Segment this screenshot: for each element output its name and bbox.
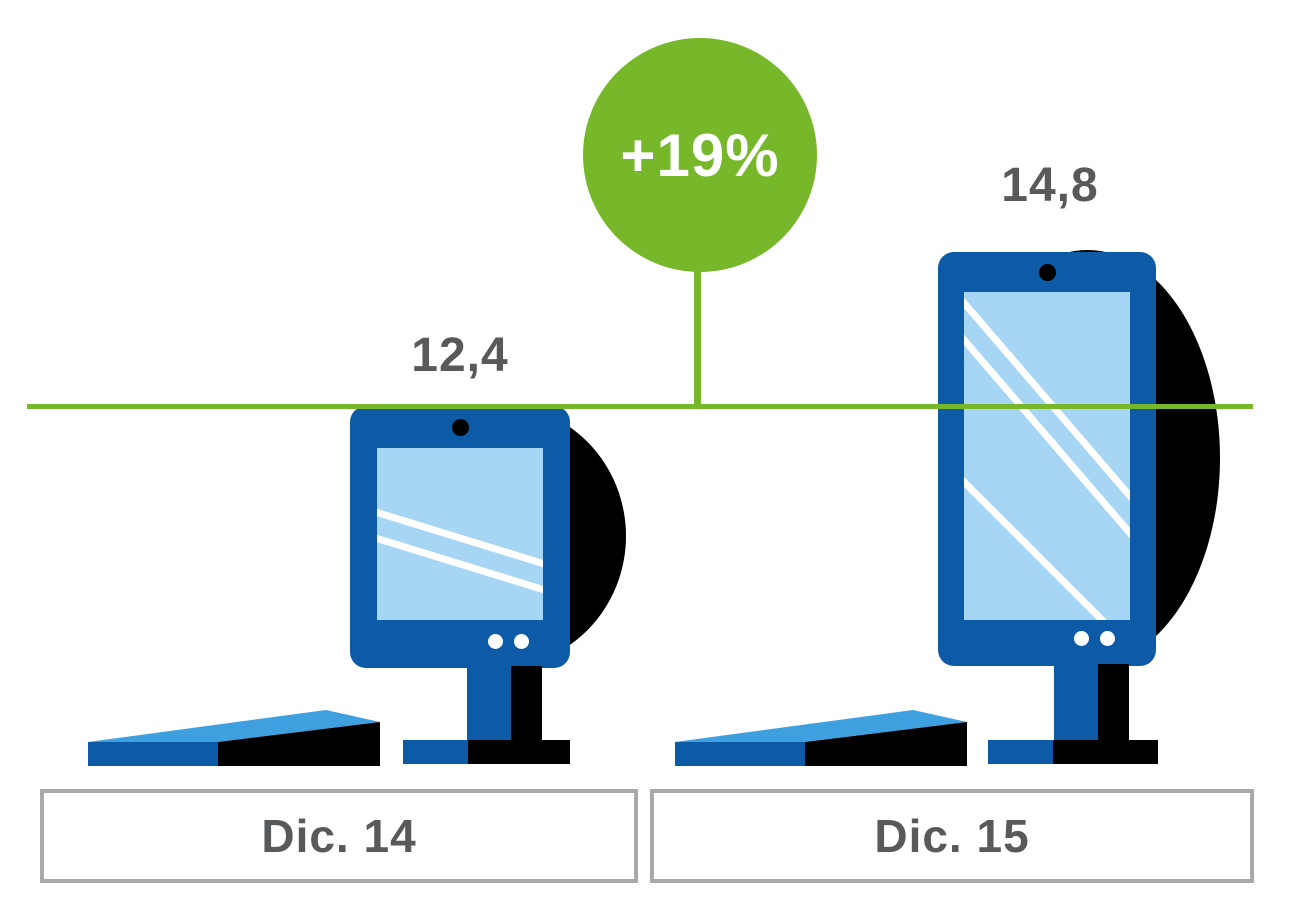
value-label-dic15: 14,8 (1001, 159, 1099, 212)
baseline-reference-line (27, 404, 1253, 409)
category-box-dic15: Dic. 15 (650, 789, 1254, 883)
category-label-dic14: Dic. 14 (261, 810, 417, 862)
indicator-dot-icon (514, 634, 529, 649)
camera-dot-icon (1039, 264, 1056, 281)
monitor-screen (377, 448, 543, 620)
wedge-ramp-icon (675, 710, 967, 766)
value-label-dic14: 12,4 (411, 329, 509, 382)
indicator-dot-icon (1100, 631, 1115, 646)
camera-dot-icon (452, 419, 469, 436)
badge-stem-line (694, 262, 701, 408)
indicator-dot-icon (1074, 631, 1089, 646)
stand-base-shadow (468, 740, 570, 764)
wedge-ramp-icon (88, 710, 380, 766)
monitor-screen (964, 292, 1130, 620)
stand-post (1054, 664, 1098, 746)
stand-base-shadow (1053, 740, 1158, 764)
indicator-dot-icon (488, 634, 503, 649)
stand-post-shadow (506, 666, 542, 744)
growth-circle-badge: +19% (583, 38, 817, 272)
kiosk-monitor-icon (938, 250, 1223, 766)
stand-post (467, 666, 511, 746)
category-label-dic15: Dic. 15 (874, 810, 1030, 862)
category-box-dic14: Dic. 14 (40, 789, 638, 883)
stand-post-shadow (1093, 664, 1129, 744)
kiosk-monitor-icon (350, 404, 630, 766)
growth-badge-label: +19% (620, 121, 780, 189)
